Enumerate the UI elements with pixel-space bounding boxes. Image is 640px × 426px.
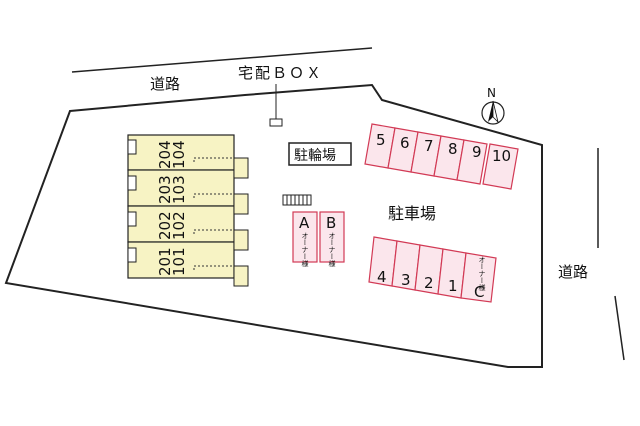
- parking-row-top: 5 6 7 8 9 10: [364, 123, 519, 190]
- unit-dash: [193, 229, 234, 234]
- parking-space-number: 5: [376, 131, 386, 149]
- unit-notch: [127, 247, 137, 263]
- apartment-unit-2: [127, 169, 235, 207]
- parking-owner-letter: C: [474, 283, 484, 301]
- bicycle-parking-label: 駐輪場: [294, 147, 336, 164]
- unit-notch: [127, 175, 137, 191]
- owner-space-b: [319, 211, 345, 263]
- unit-dash: [193, 193, 234, 198]
- parking-space-number: 6: [400, 134, 410, 152]
- apartment-building: 204 104 203 103 202 102 201 101: [127, 134, 249, 287]
- unit-number-upper: 202: [156, 211, 174, 240]
- unit-notch: [127, 211, 137, 227]
- owner-space-note: オーナー様: [301, 232, 309, 267]
- road-label-right: 道路: [558, 263, 588, 281]
- site-boundary: [4, 83, 543, 368]
- road-edge-top: [71, 47, 373, 73]
- parking-row-bottom: 4 3 2 1 オーナー様 C: [368, 236, 497, 303]
- parking-space-number: 3: [401, 271, 411, 289]
- owner-space-letter: B: [326, 214, 336, 232]
- owner-space-letter: A: [299, 214, 310, 232]
- unit-notch: [127, 139, 137, 155]
- road-label-top: 道路: [150, 75, 180, 93]
- delivery-box: [269, 118, 283, 127]
- parking-lot-label: 駐車場: [388, 204, 436, 223]
- parking-space-number: 1: [448, 277, 458, 295]
- owner-space-a: [292, 211, 318, 263]
- parking-space-number: 2: [424, 274, 434, 292]
- parking-space-number: 10: [492, 147, 511, 165]
- unit-number-upper: 204: [156, 140, 174, 169]
- unit-balcony: [233, 157, 249, 179]
- road-edge-right-lower: [614, 295, 625, 361]
- bicycle-parking-box: [288, 142, 352, 166]
- owner-space-note: オーナー様: [328, 232, 336, 267]
- unit-number-lower: 103: [170, 175, 188, 204]
- unit-dash: [193, 157, 234, 162]
- unit-balcony: [233, 193, 249, 215]
- parking-space-number: 8: [448, 140, 458, 158]
- unit-number-lower: 104: [170, 140, 188, 169]
- parking-owner-note: オーナー様: [478, 256, 486, 291]
- unit-number-upper: 203: [156, 175, 174, 204]
- compass-icon: N: [481, 86, 505, 125]
- bicycle-rack: [282, 194, 312, 206]
- svg-text:N: N: [487, 86, 496, 100]
- unit-dash: [193, 265, 234, 270]
- unit-balcony: [233, 229, 249, 251]
- parking-space-number: 4: [377, 268, 387, 286]
- unit-balcony: [233, 265, 249, 287]
- unit-number-lower: 102: [170, 211, 188, 240]
- unit-number-lower: 101: [170, 247, 188, 276]
- unit-number-upper: 201: [156, 247, 174, 276]
- parking-space-number: 9: [472, 143, 482, 161]
- parking-space-number: 7: [424, 137, 434, 155]
- delivery-box-label: 宅配ＢＯＸ: [238, 64, 323, 82]
